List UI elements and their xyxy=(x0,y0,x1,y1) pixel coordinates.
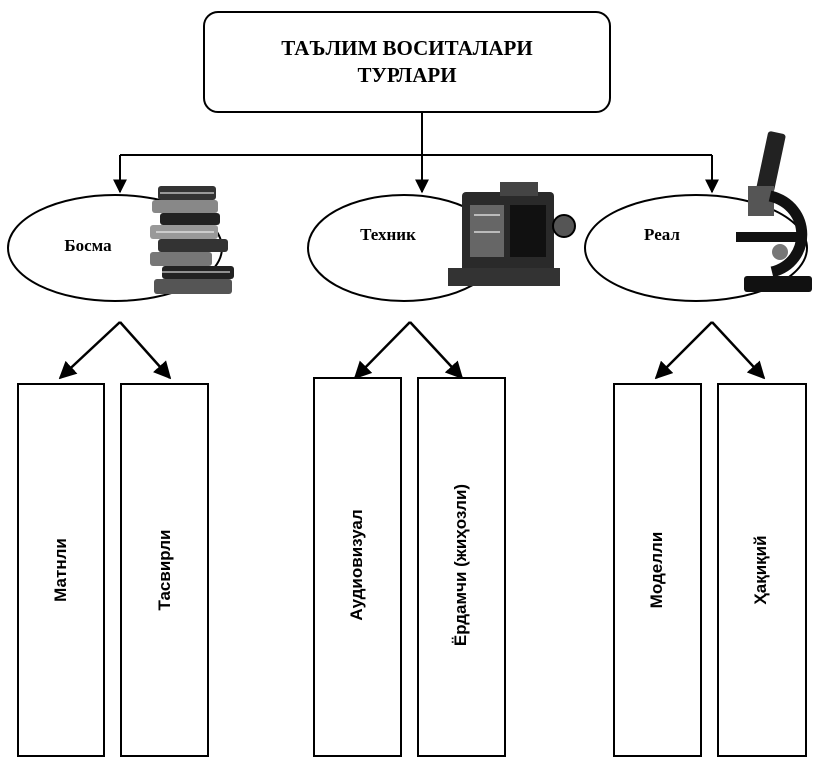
arrow-to-audiovizual xyxy=(353,321,411,380)
leaf-audiovizual: Аудиовизуал xyxy=(313,377,402,757)
arrow-to-matnli xyxy=(58,321,121,380)
root-connectors xyxy=(113,112,719,194)
leaf-label-tasvirli: Тасвирли xyxy=(155,530,174,611)
leaf-label-modelli: Моделли xyxy=(647,532,666,609)
root-title-line2: ТУРЛАРИ xyxy=(357,63,456,87)
leaf-haqiqiy: Ҳақиқий xyxy=(717,383,807,757)
arrow-to-modelli xyxy=(654,321,713,380)
leaf-label-haqiqiy: Ҳақиқий xyxy=(751,535,770,604)
leaf-matnli: Матнли xyxy=(17,383,105,757)
leaf-label-audiovizual: Аудиовизуал xyxy=(347,509,366,620)
projector-icon xyxy=(448,182,576,286)
category-real: Реал xyxy=(584,131,812,302)
category-label-tehnik: Техник xyxy=(360,225,416,244)
arrow-to-yordamchi xyxy=(409,321,464,380)
root-title-line1: ТАЪЛИМ ВОСИТАЛАРИ xyxy=(281,36,532,60)
books-icon xyxy=(150,186,234,294)
category-tehnik: Техник xyxy=(307,182,576,302)
category-label-real: Реал xyxy=(644,225,680,244)
leaf-label-yordamchi: Ёрдамчи (жиҳозли) xyxy=(451,484,470,646)
leaf-yordamchi: Ёрдамчи (жиҳозли) xyxy=(417,377,506,757)
leaf-tasvirli: Тасвирли xyxy=(120,383,209,757)
root-node: ТАЪЛИМ ВОСИТАЛАРИ ТУРЛАРИ xyxy=(203,11,611,113)
arrow-to-haqiqiy xyxy=(711,321,766,380)
category-label-bosma: Босма xyxy=(64,236,112,255)
leaf-label-matnli: Матнли xyxy=(51,538,70,602)
category-bosma: Босма xyxy=(7,186,234,302)
leaf-connectors xyxy=(58,321,766,380)
microscope-icon xyxy=(736,131,812,292)
leaf-modelli: Моделли xyxy=(613,383,702,757)
arrow-to-tasvirli xyxy=(119,321,172,380)
